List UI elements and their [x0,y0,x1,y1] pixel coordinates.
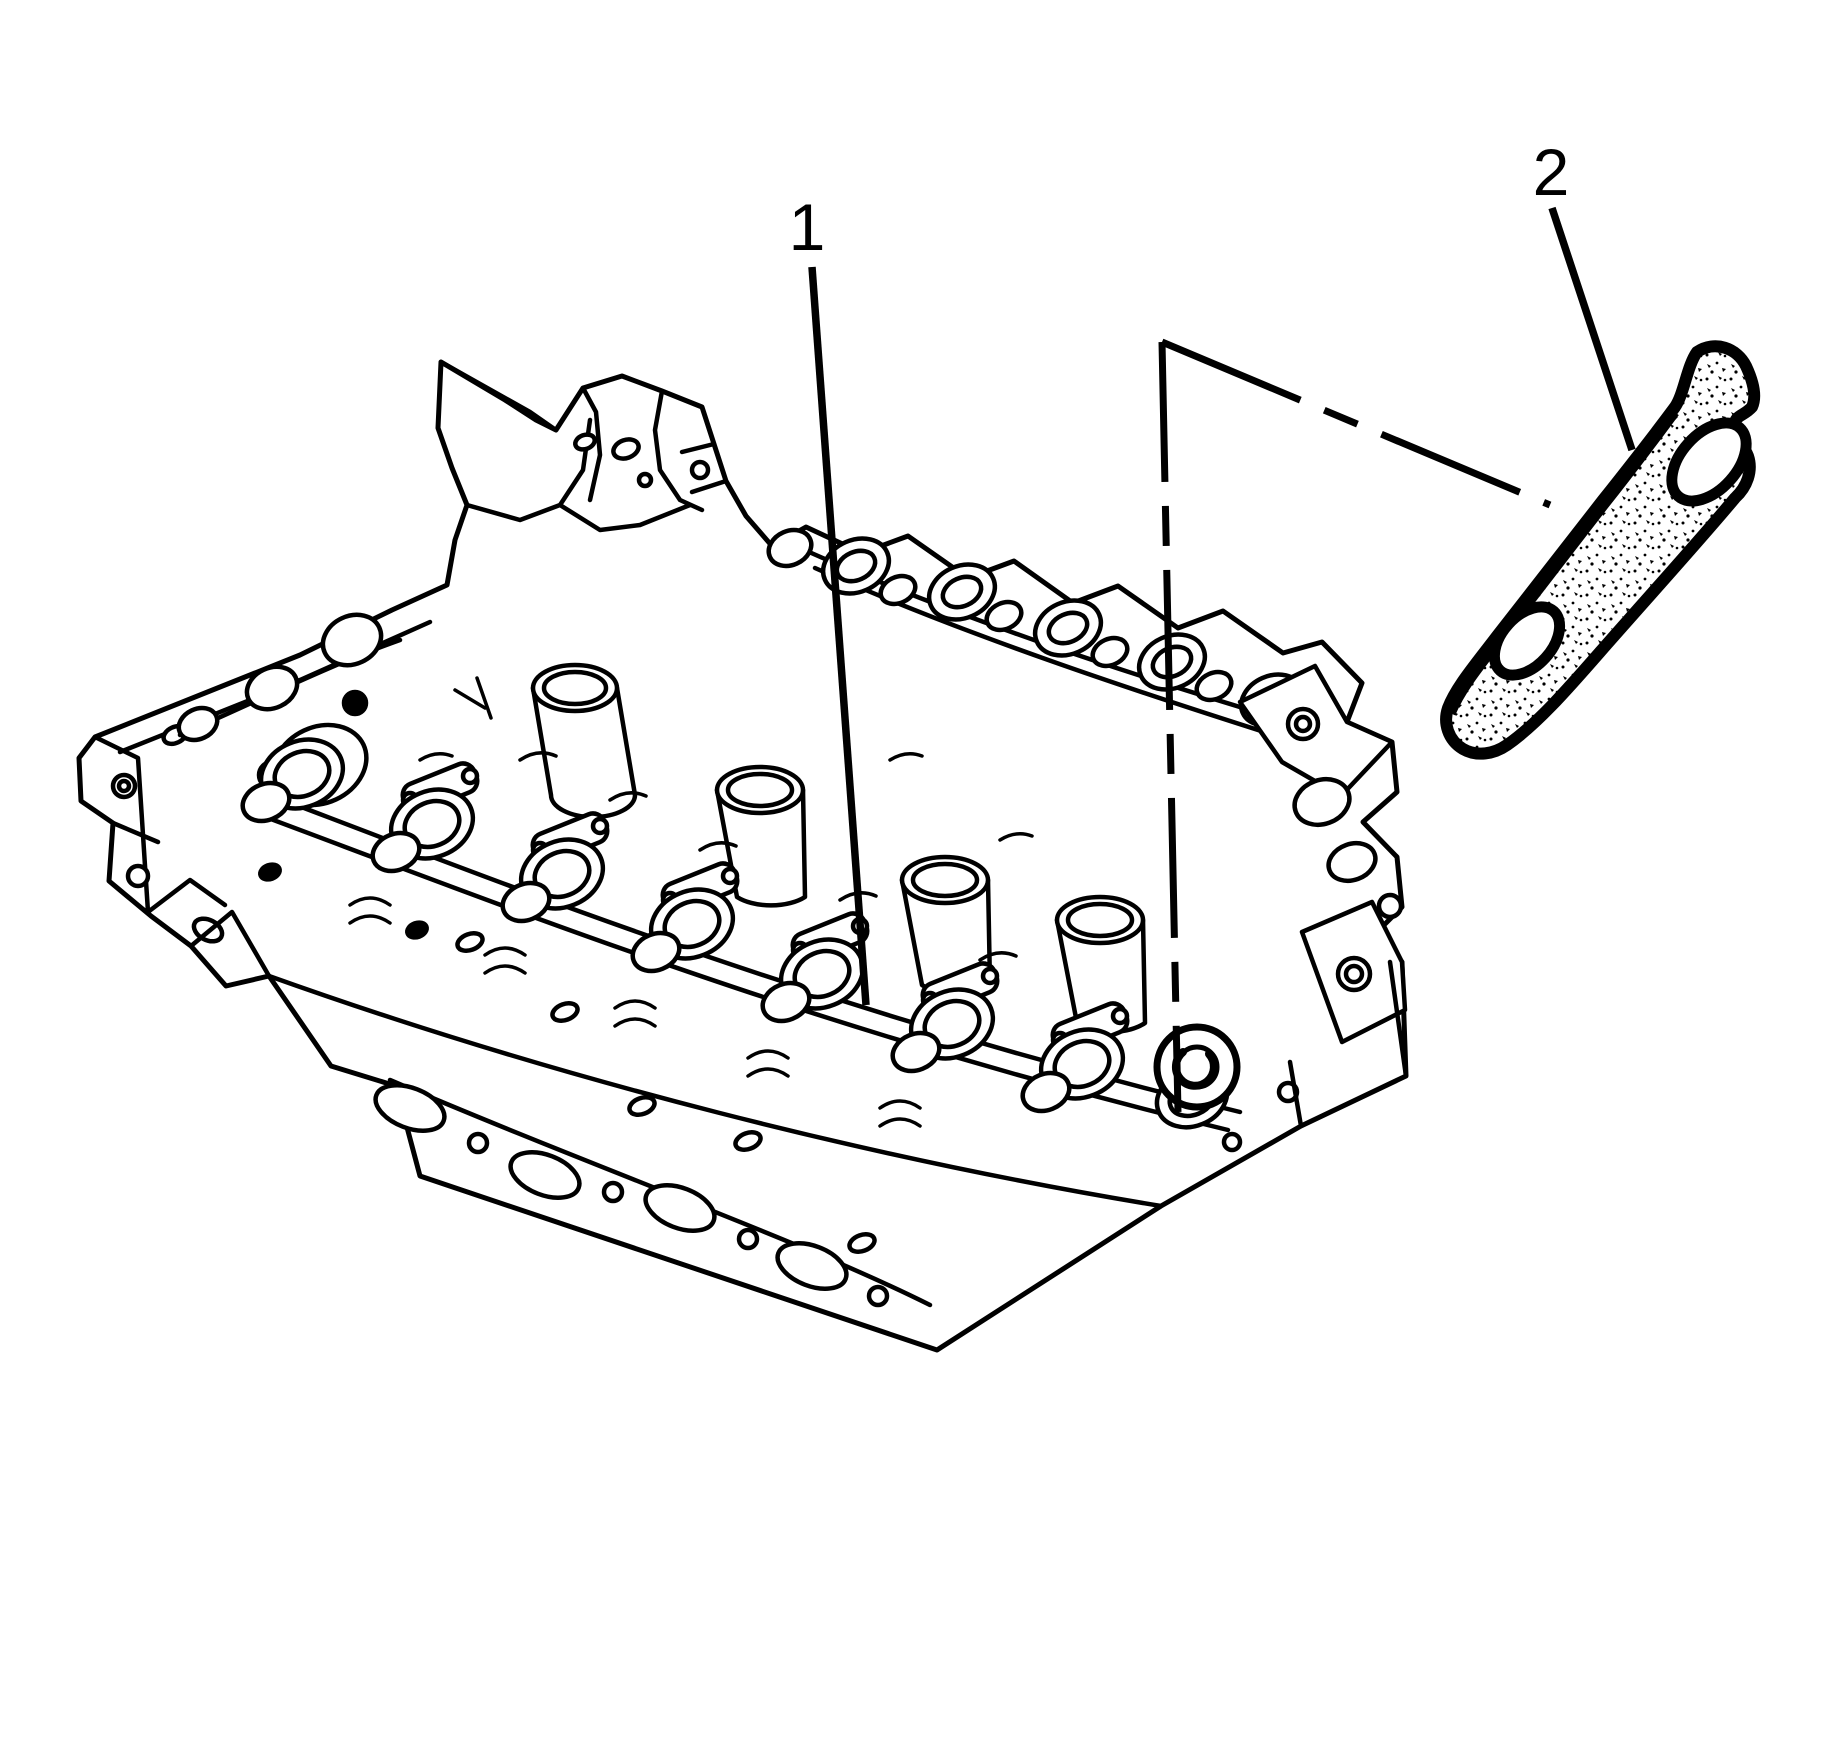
spark-plug-tube [530,662,638,820]
cam-lobe-cluster [890,961,1000,1074]
callout-1-label: 1 [789,190,826,264]
projection-lines [1158,338,1552,1113]
callout-2-leader-line [1548,206,1636,452]
gasket-body [1440,340,1761,760]
front-cover-bracket [438,359,729,533]
cam-lobe-cluster [630,861,740,974]
intake-port [643,1183,717,1233]
callout-1-leader-line [808,266,870,1006]
left-mount-bracket [92,734,272,979]
callout-2: 2 [1533,135,1636,452]
deck-bolt-holes [258,862,877,1254]
cam-lobe-cluster [370,761,480,874]
cam-lobe-cluster [760,911,870,1024]
gasket-edge-line [1448,410,1679,716]
gasket-hole [1666,417,1752,507]
intake-port [508,1150,582,1200]
cam-lobe-cluster [1032,598,1130,669]
projection-line-vertical [1158,341,1182,1113]
camshaft-rear [766,527,1328,751]
spark-plug-tube [1054,894,1148,1035]
cam-lobe-cluster [240,737,346,824]
valve-springs [348,896,922,1128]
cam-lobe-cluster [820,536,918,607]
cylinder-head-drawing [76,359,1409,1353]
intake-port-face [266,973,1164,1308]
cam-lobe-cluster [926,562,1024,633]
projection-line-diagonal [1160,338,1552,509]
intake-port [373,1083,447,1133]
intake-port [775,1241,849,1291]
camshaft-cap-gasket [1440,340,1761,760]
callout-2-label: 2 [1533,135,1570,209]
detail-strokes [418,676,1034,962]
cam-lobe-cluster [1020,1001,1130,1114]
cam-lobe-cluster [500,811,610,924]
callout-1: 1 [789,190,870,1006]
camshaft-seal-boss [1153,1023,1241,1111]
gasket-hole [1488,601,1566,681]
